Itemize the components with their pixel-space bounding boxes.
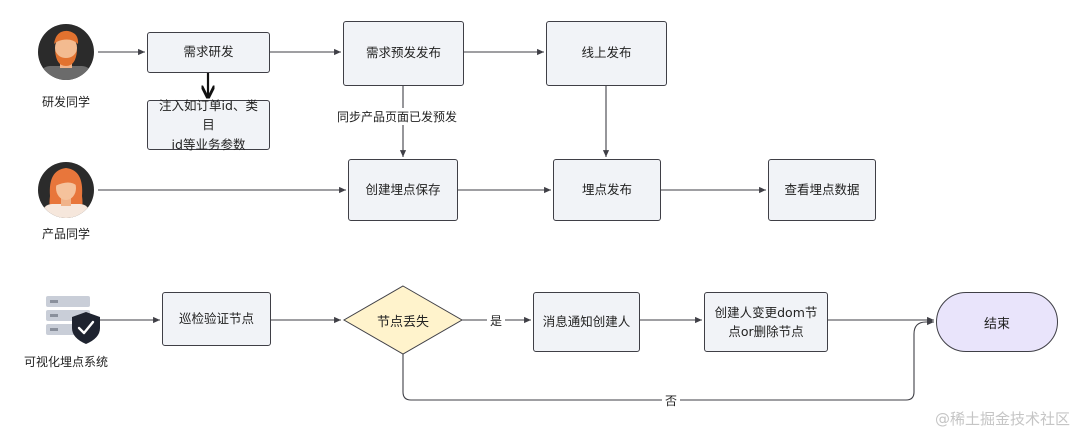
- node-change-dom-line1: 创建人变更dom节: [714, 304, 818, 320]
- node-patrol-verify[interactable]: 巡检验证节点: [162, 292, 271, 346]
- node-pre-release-label: 需求预发发布: [365, 45, 441, 61]
- node-view-data[interactable]: 查看埋点数据: [768, 159, 876, 221]
- node-pre-release[interactable]: 需求预发发布: [343, 21, 464, 86]
- decision-label: 节点丢失: [376, 315, 429, 330]
- developer-avatar-icon: [38, 24, 94, 80]
- node-inject-params[interactable]: 注入如订单id、类目 id等业务参数: [147, 98, 270, 152]
- edge-label-sync: 同步产品页面已发预发: [334, 108, 461, 125]
- node-change-dom-line2: 点or删除节点: [728, 324, 804, 339]
- node-online-release[interactable]: 线上发布: [546, 21, 667, 86]
- node-create-save-label: 创建埋点保存: [365, 181, 441, 197]
- edge-label-no: 否: [662, 392, 681, 409]
- actor-label-dev: 研发同学: [41, 95, 90, 109]
- actor-label-system: 可视化埋点系统: [23, 355, 108, 369]
- node-end[interactable]: 结束: [936, 292, 1058, 352]
- edge-decision-no: [402, 318, 934, 401]
- server-shield-icon: [46, 296, 100, 344]
- edge-label-yes: 是: [487, 312, 506, 329]
- node-requirement-dev-label: 需求研发: [183, 44, 234, 60]
- node-end-label: 结束: [983, 316, 1010, 332]
- watermark: @稀土掘金技术社区: [934, 410, 1070, 428]
- node-patrol-verify-label: 巡检验证节点: [178, 310, 254, 326]
- node-notify-creator-label: 消息通知创建人: [542, 313, 631, 329]
- node-requirement-dev[interactable]: 需求研发: [147, 32, 270, 73]
- node-point-release[interactable]: 埋点发布: [553, 159, 661, 221]
- node-create-save[interactable]: 创建埋点保存: [348, 159, 458, 221]
- node-notify-creator[interactable]: 消息通知创建人: [533, 292, 640, 352]
- actor-label-product: 产品同学: [41, 227, 90, 241]
- node-online-release-label: 线上发布: [581, 45, 632, 61]
- node-view-data-label: 查看埋点数据: [784, 181, 860, 197]
- product-avatar-icon: [38, 162, 94, 218]
- node-change-dom[interactable]: 创建人变更dom节 点or删除节点: [704, 292, 828, 352]
- node-inject-params-line1: 注入如订单id、类目: [159, 97, 258, 133]
- node-inject-params-line2: id等业务参数: [171, 136, 246, 152]
- node-point-release-label: 埋点发布: [581, 181, 632, 197]
